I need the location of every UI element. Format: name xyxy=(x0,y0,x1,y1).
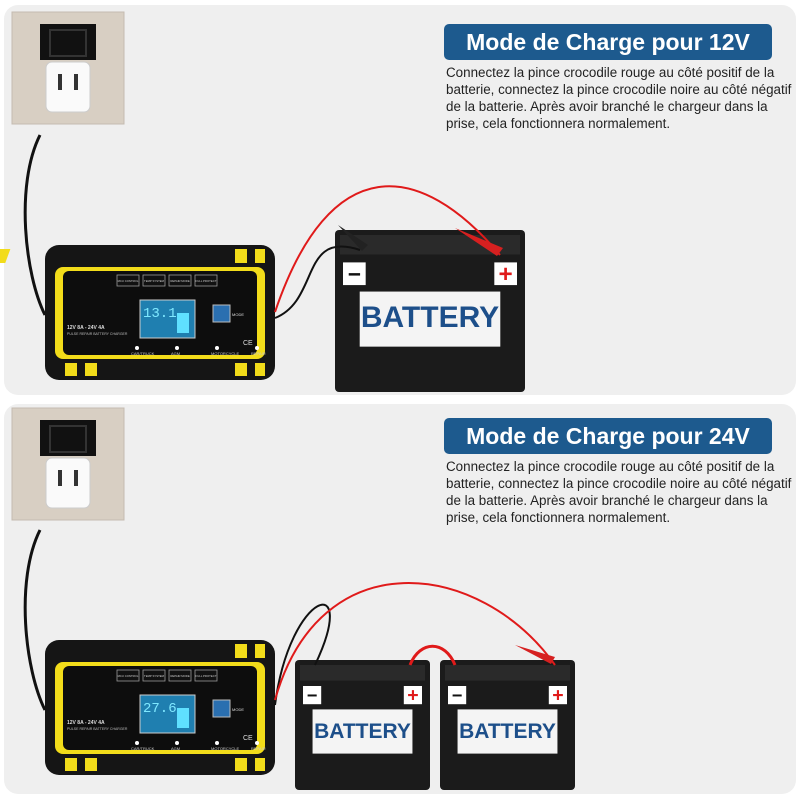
heading-24v: Mode de Charge pour 24V xyxy=(444,418,772,454)
mode-label: AGM xyxy=(171,746,180,751)
feature-badge xyxy=(116,274,140,287)
red-clamp xyxy=(455,228,503,256)
minus-terminal-icon: − xyxy=(452,686,463,706)
mode-button[interactable] xyxy=(212,304,231,323)
red-cable xyxy=(274,185,501,313)
minus-terminal-icon: − xyxy=(307,686,318,706)
mode-label: CAR/TRUCK xyxy=(131,746,155,751)
battery: − + BATTERY xyxy=(440,660,575,790)
heading-12v: Mode de Charge pour 12V xyxy=(444,24,772,60)
scene-12v: MCU CONTROL TEMP SYSTEM REPAIR MODE FULL PR… xyxy=(0,11,525,392)
mode-button[interactable] xyxy=(212,699,231,718)
red-cable xyxy=(274,582,556,701)
mode-label: MOTORCYCLE xyxy=(211,351,239,356)
plus-terminal-icon: + xyxy=(552,685,563,707)
mode-label: MOTORCYCLE xyxy=(211,746,239,751)
mode-button-label: MODE xyxy=(232,707,244,712)
feature-badge xyxy=(194,274,218,287)
description-24v: Connectez la pince crocodile rouge au cô… xyxy=(446,459,792,525)
feature-label: FULL PROTECT xyxy=(196,279,217,283)
battery-label: BATTERY xyxy=(459,720,556,743)
feature-badge xyxy=(168,669,192,682)
bridge-cable xyxy=(408,644,457,666)
black-cable xyxy=(274,245,361,319)
feature-label: REPAIR MODE xyxy=(170,674,190,678)
feature-badge xyxy=(116,669,140,682)
description-12v: Connectez la pince crocodile rouge au cô… xyxy=(446,65,792,131)
battery-label: BATTERY xyxy=(361,301,499,334)
feature-badge xyxy=(142,669,166,682)
charger-rating: 12V 8A - 24V 4A xyxy=(67,325,105,331)
lcd-reading: 27.6 xyxy=(143,701,177,717)
feature-label: TEMP SYSTEM xyxy=(144,674,165,678)
feature-badge xyxy=(194,669,218,682)
feature-badge xyxy=(142,274,166,287)
red-clamp xyxy=(515,645,555,664)
feature-label: TEMP SYSTEM xyxy=(144,279,165,283)
mode-label: REPAIR xyxy=(251,746,266,751)
wall-outlet-icon xyxy=(11,407,125,521)
charger-subtitle: PULSE REPAIR BATTERY CHARGER xyxy=(67,332,128,336)
feature-label: MCU CONTROL xyxy=(118,279,139,283)
plus-terminal-icon: + xyxy=(499,261,513,288)
charger-rating: 12V 8A - 24V 4A xyxy=(67,720,105,726)
battery-charger: MCU CONTROL TEMP SYSTEM REPAIR MODE FULL PR… xyxy=(23,529,275,775)
scene-24v: MCU CONTROL TEMP SYSTEM REPAIR MODE FULL PR… xyxy=(11,407,575,790)
mode-button-label: MODE xyxy=(232,312,244,317)
ce-mark: CE xyxy=(243,735,253,742)
feature-label: MCU CONTROL xyxy=(118,674,139,678)
black-cable xyxy=(274,603,331,706)
feature-badge xyxy=(168,274,192,287)
plus-terminal-icon: + xyxy=(407,685,418,707)
battery-charger: MCU CONTROL TEMP SYSTEM REPAIR MODE FULL PR… xyxy=(0,134,275,380)
minus-terminal-icon: − xyxy=(348,261,361,287)
mode-label: REPAIR xyxy=(251,351,266,356)
battery-label: BATTERY xyxy=(314,720,411,743)
charger-subtitle: PULSE REPAIR BATTERY CHARGER xyxy=(67,727,128,731)
black-clamp xyxy=(338,225,368,251)
lcd-reading: 13.1 xyxy=(143,306,177,322)
ce-mark: CE xyxy=(243,340,253,347)
feature-label: REPAIR MODE xyxy=(170,279,190,283)
mode-label: CAR/TRUCK xyxy=(131,351,155,356)
mode-label: AGM xyxy=(171,351,180,356)
battery: − + BATTERY xyxy=(295,660,430,790)
feature-label: FULL PROTECT xyxy=(196,674,217,678)
wall-outlet-icon xyxy=(11,11,125,125)
